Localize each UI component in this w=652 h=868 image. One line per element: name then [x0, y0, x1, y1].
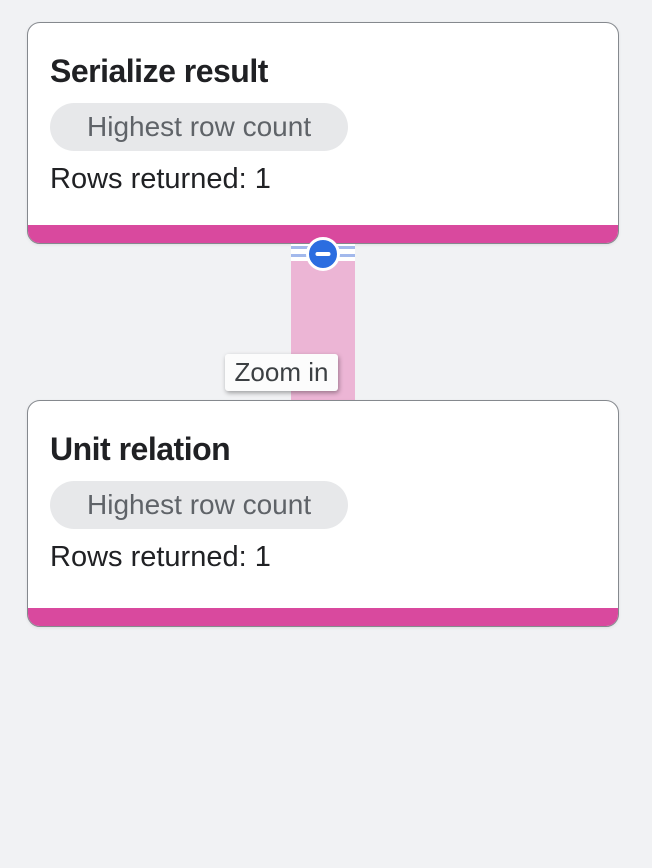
stage-title: Unit relation — [50, 431, 231, 467]
stage-card-unit-relation[interactable]: Unit relation Highest row count Rows ret… — [27, 400, 619, 627]
stage-accent-bar — [28, 608, 618, 626]
stage-accent-bar — [28, 225, 618, 243]
stage-card-content: Serialize result Highest row count Rows … — [28, 23, 618, 197]
minus-icon — [315, 252, 331, 256]
collapse-edge-button[interactable] — [306, 237, 340, 271]
stage-card-content: Unit relation Highest row count Rows ret… — [28, 401, 618, 575]
rows-returned-text: Rows returned: 1 — [50, 163, 271, 195]
stage-title: Serialize result — [50, 53, 268, 89]
stage-card-serialize-result[interactable]: Serialize result Highest row count Rows … — [27, 22, 619, 244]
zoom-in-tooltip: Zoom in — [225, 354, 338, 391]
highest-row-count-badge: Highest row count — [50, 103, 349, 151]
rows-returned-text: Rows returned: 1 — [50, 541, 271, 573]
highest-row-count-badge: Highest row count — [50, 481, 349, 529]
